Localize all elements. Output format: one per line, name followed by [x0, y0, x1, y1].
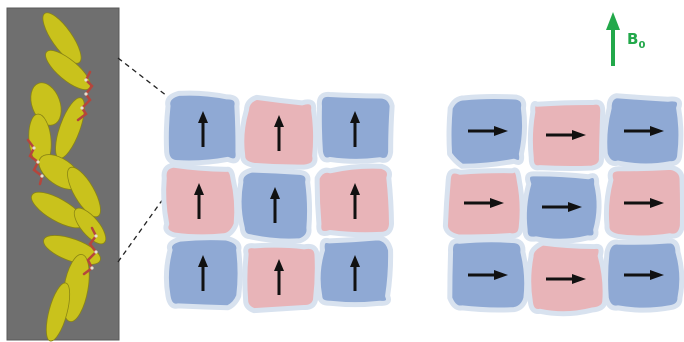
linker-atoms — [32, 78, 98, 270]
atom — [84, 78, 88, 82]
atom — [80, 106, 84, 110]
spin-arrow-up-icon — [350, 255, 360, 291]
molecule — [73, 207, 107, 245]
spin-arrow-up-icon — [350, 183, 360, 219]
spin-arrow-up-icon — [194, 183, 204, 219]
atom — [40, 174, 44, 178]
spin-arrow-up-icon — [270, 187, 280, 223]
spin-arrow-right-icon — [546, 130, 586, 140]
atom — [94, 234, 98, 238]
domain-grid-horizontal — [442, 93, 684, 317]
spin-arrow-up-icon — [198, 255, 208, 291]
atom — [90, 266, 94, 270]
atom — [32, 146, 36, 150]
ellipsoid-molecules — [28, 12, 107, 342]
atom — [94, 250, 98, 254]
panel-border — [6, 7, 120, 341]
spin-arrow-right-icon — [624, 126, 664, 136]
spin-arrow-up-icon — [350, 111, 360, 147]
field-arrow-icon — [606, 12, 620, 30]
spin-arrow-up-icon — [274, 259, 284, 295]
spin-arrow-right-icon — [468, 270, 508, 280]
spin-arrow-up-icon — [274, 115, 284, 151]
field-symbol: B — [627, 30, 638, 48]
molecule — [43, 235, 101, 265]
domain-grid-vertical — [161, 90, 395, 314]
spin-arrow-up-icon — [198, 111, 208, 147]
domain-cell-red — [242, 242, 320, 314]
atom — [36, 160, 40, 164]
molecule — [67, 166, 101, 218]
spin-arrow-right-icon — [624, 198, 664, 208]
spin-arrow-right-icon — [624, 270, 664, 280]
atom — [84, 92, 88, 96]
molecule — [45, 282, 71, 342]
field-subscript: 0 — [638, 40, 645, 51]
zoom-line-bottom — [117, 149, 199, 263]
spin-arrow-right-icon — [468, 126, 508, 136]
field-label: B0 — [627, 30, 645, 51]
molecule-panel — [6, 7, 120, 342]
spin-arrow-right-icon — [542, 202, 582, 212]
molecule — [42, 12, 82, 64]
spin-arrow-right-icon — [546, 274, 586, 284]
spin-arrow-right-icon — [464, 198, 504, 208]
field-indicator: B0 — [606, 12, 645, 66]
